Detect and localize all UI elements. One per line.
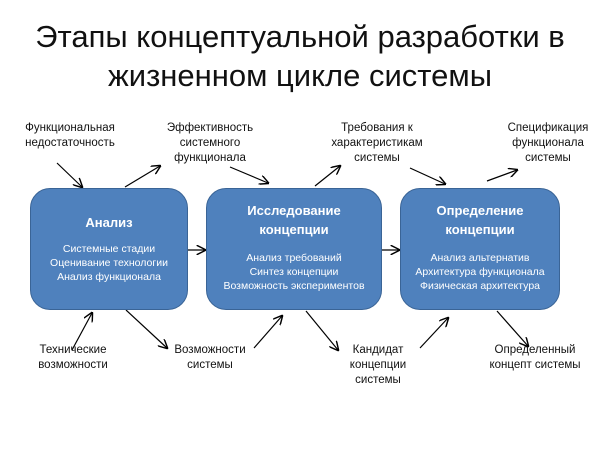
arrow xyxy=(229,166,268,183)
title-line-1: Этапы концептуальной разработки в xyxy=(35,19,565,54)
arrow xyxy=(305,310,338,350)
stage-concept-research: Исследование концепции Анализ требований… xyxy=(206,188,382,310)
stage-item: Анализ требований xyxy=(246,252,342,264)
stage-item: Физическая архитектура xyxy=(419,280,540,292)
stage-item: Анализ функционала xyxy=(57,271,161,283)
arrow xyxy=(496,310,528,346)
arrow xyxy=(71,313,92,351)
arrow xyxy=(125,309,167,348)
stage-item: Анализ альтернатив xyxy=(430,252,530,264)
stage-item: Оценивание технологии xyxy=(50,257,168,269)
arrow xyxy=(486,170,517,182)
arrow xyxy=(253,316,282,349)
stage-title: Исследование xyxy=(247,203,341,218)
stage-title: Анализ xyxy=(85,215,133,230)
stage-concept-definition: Определение концепции Анализ альтернатив… xyxy=(400,188,560,310)
stage-title: концепции xyxy=(445,222,515,237)
arrow xyxy=(124,166,160,188)
arrow xyxy=(56,162,82,187)
title-line-2: жизненном цикле системы xyxy=(108,58,492,93)
stage-title: Определение xyxy=(436,203,524,218)
stage-item: Системные стадии xyxy=(62,243,156,255)
stage-item: Синтез концепции xyxy=(249,266,339,278)
stage-analysis: Анализ Системные стадии Оценивание техно… xyxy=(30,188,188,310)
arrow xyxy=(419,318,448,349)
stage-item: Архитектура функционала xyxy=(415,266,545,278)
stage-item: Возможность экспериментов xyxy=(223,280,365,292)
arrow xyxy=(409,167,445,184)
stage-title: концепции xyxy=(259,222,329,237)
arrow xyxy=(314,166,340,187)
